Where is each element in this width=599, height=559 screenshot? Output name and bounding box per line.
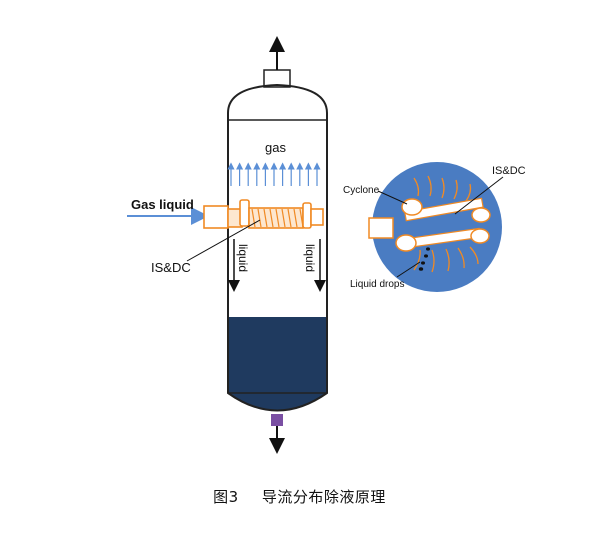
- vessel-shell: [227, 83, 328, 412]
- coil-stripe: [287, 208, 292, 228]
- cyclone-vane: [457, 247, 465, 269]
- coil-stripe: [275, 208, 280, 228]
- detail-tube-upper: [404, 197, 484, 222]
- gas-outlet-nozzle: [263, 36, 291, 88]
- gas-liquid-label: Gas liquid: [131, 197, 194, 212]
- coil-stripe: [293, 208, 298, 228]
- isdc-main-label: IS&DC: [151, 260, 191, 275]
- isdc-detail-leader-line: [454, 176, 504, 215]
- cyclone-cap-top-right: [471, 207, 491, 223]
- cyclone-label: Cyclone: [343, 185, 380, 196]
- coil-stripe: [269, 208, 274, 228]
- liquid-left-label: liquid: [236, 244, 250, 272]
- gas-flow-arrows: [227, 162, 321, 186]
- cyclone-vane: [469, 246, 479, 265]
- cyclone-vane: [427, 175, 432, 197]
- isdc-detail-label: IS&DC: [492, 165, 526, 177]
- cyclone-cap-bottom-right: [470, 228, 490, 244]
- cyclone-vane: [413, 177, 420, 197]
- cyclone-vane: [445, 248, 450, 272]
- liquid-drops-leader-line: [396, 261, 421, 278]
- coil-stripe: [263, 208, 268, 228]
- cyclone-cap-top-left: [401, 198, 423, 216]
- cyclone-vane: [413, 249, 421, 271]
- cyclone-vane: [431, 249, 435, 273]
- liquid-outlet-nozzle: [269, 414, 285, 454]
- liquid-right-label: liquid: [303, 244, 317, 272]
- coil-stripe: [257, 208, 262, 228]
- cyclone-vanes: [413, 175, 479, 273]
- detail-view: [368, 162, 502, 292]
- cyclone-vane: [441, 177, 445, 199]
- cyclone-leader-line: [377, 190, 408, 205]
- isdc-device: [203, 199, 324, 229]
- isdc-coil-stripes: [251, 208, 304, 228]
- figure-number: 图3: [213, 488, 239, 506]
- cyclone-vane: [465, 183, 472, 202]
- figure-title: 导流分布除液原理: [261, 488, 386, 506]
- coil-stripe: [251, 208, 256, 228]
- gas-label: gas: [265, 140, 286, 155]
- liquid-pool: [228, 317, 327, 411]
- coil-stripe: [299, 208, 304, 228]
- coil-stripe: [281, 208, 286, 228]
- cyclone-vane: [453, 179, 458, 200]
- figure-caption: 图3 导流分布除液原理: [0, 486, 599, 507]
- isdc-leader-line: [186, 219, 261, 262]
- liquid-drop-markers: [418, 247, 430, 271]
- detail-inlet-box: [368, 217, 394, 239]
- liquid-drops-label: Liquid drops: [350, 279, 404, 290]
- cyclone-cap-bottom-left: [395, 234, 417, 252]
